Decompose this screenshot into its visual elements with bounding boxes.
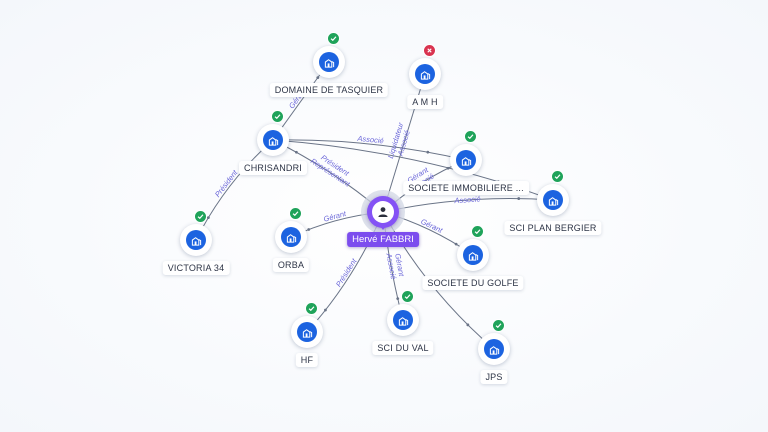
edge-label: Associé (356, 134, 384, 146)
company-node-label[interactable]: DOMAINE DE TASQUIER (269, 83, 389, 97)
active-status-icon (271, 110, 284, 123)
edge-arrow (426, 150, 430, 154)
company-node-label[interactable]: SOCIETE DU GOLFE (422, 276, 524, 290)
company-node-label[interactable]: ORBA (272, 258, 310, 272)
person-pin[interactable] (367, 196, 399, 230)
edge-arrow (316, 76, 320, 79)
edge-arrow (454, 242, 458, 246)
active-status-icon (401, 290, 414, 303)
active-status-icon (305, 302, 318, 315)
edge-chrisandri-soc_immo (272, 139, 467, 161)
building-icon (186, 230, 206, 250)
active-status-icon (289, 207, 302, 220)
company-node-label[interactable]: A M H (407, 95, 443, 109)
center-person-label[interactable]: Hervé FABBRI (347, 232, 419, 247)
person-icon (378, 207, 388, 217)
edge-label: Associé (453, 194, 481, 205)
company-node-label[interactable]: JPS (480, 370, 508, 384)
company-node-label[interactable]: SCI PLAN BERGIER (504, 221, 602, 235)
edge-arrow (206, 216, 210, 220)
building-icon (543, 190, 563, 210)
company-node-label[interactable]: HF (295, 353, 319, 367)
active-status-icon (194, 210, 207, 223)
company-node-circle[interactable] (275, 207, 307, 253)
building-icon (463, 245, 483, 265)
company-node-label[interactable]: SOCIETE IMMOBILIERE ... (403, 181, 529, 195)
company-node-label[interactable]: VICTORIA 34 (162, 261, 230, 275)
company-node-circle[interactable] (291, 302, 323, 348)
edge-label: Président (334, 256, 359, 288)
edge-arrow (466, 323, 470, 327)
building-icon (297, 322, 317, 342)
edge-label: Gérant (323, 209, 348, 224)
building-icon (281, 227, 301, 247)
active-status-icon (492, 319, 505, 332)
active-status-icon (327, 32, 340, 45)
building-icon (484, 339, 504, 359)
edge-arrow (324, 308, 327, 312)
company-node-circle[interactable] (537, 170, 569, 216)
building-icon (415, 64, 435, 84)
active-status-icon (471, 225, 484, 238)
closed-status-icon (423, 44, 436, 57)
company-node-circle[interactable] (478, 319, 510, 365)
edge-arrow (517, 197, 521, 200)
edge-label: Gérant (419, 217, 444, 235)
building-icon (456, 150, 476, 170)
company-node-circle[interactable] (313, 32, 345, 78)
building-icon (393, 310, 413, 330)
edge-arrow (446, 166, 450, 170)
company-node-circle[interactable] (180, 210, 212, 256)
active-status-icon (551, 170, 564, 183)
edge-arrow (307, 228, 311, 231)
company-node-circle[interactable] (457, 225, 489, 271)
company-node-circle[interactable] (409, 44, 441, 90)
building-icon (319, 52, 339, 72)
active-status-icon (464, 130, 477, 143)
edge-chrisandri-victoria (195, 139, 274, 241)
company-node-circle[interactable] (257, 110, 289, 156)
edge-label: Président (213, 168, 240, 199)
company-node-label[interactable]: SCI DU VAL (372, 341, 434, 355)
company-node-label[interactable]: CHRISANDRI (238, 161, 308, 175)
company-node-circle[interactable] (450, 130, 482, 176)
building-icon (263, 130, 283, 150)
edge-label: Gérant (393, 253, 406, 278)
edge-arrow (295, 150, 298, 154)
edge-arrow (396, 297, 400, 301)
company-node-circle[interactable] (387, 290, 419, 336)
